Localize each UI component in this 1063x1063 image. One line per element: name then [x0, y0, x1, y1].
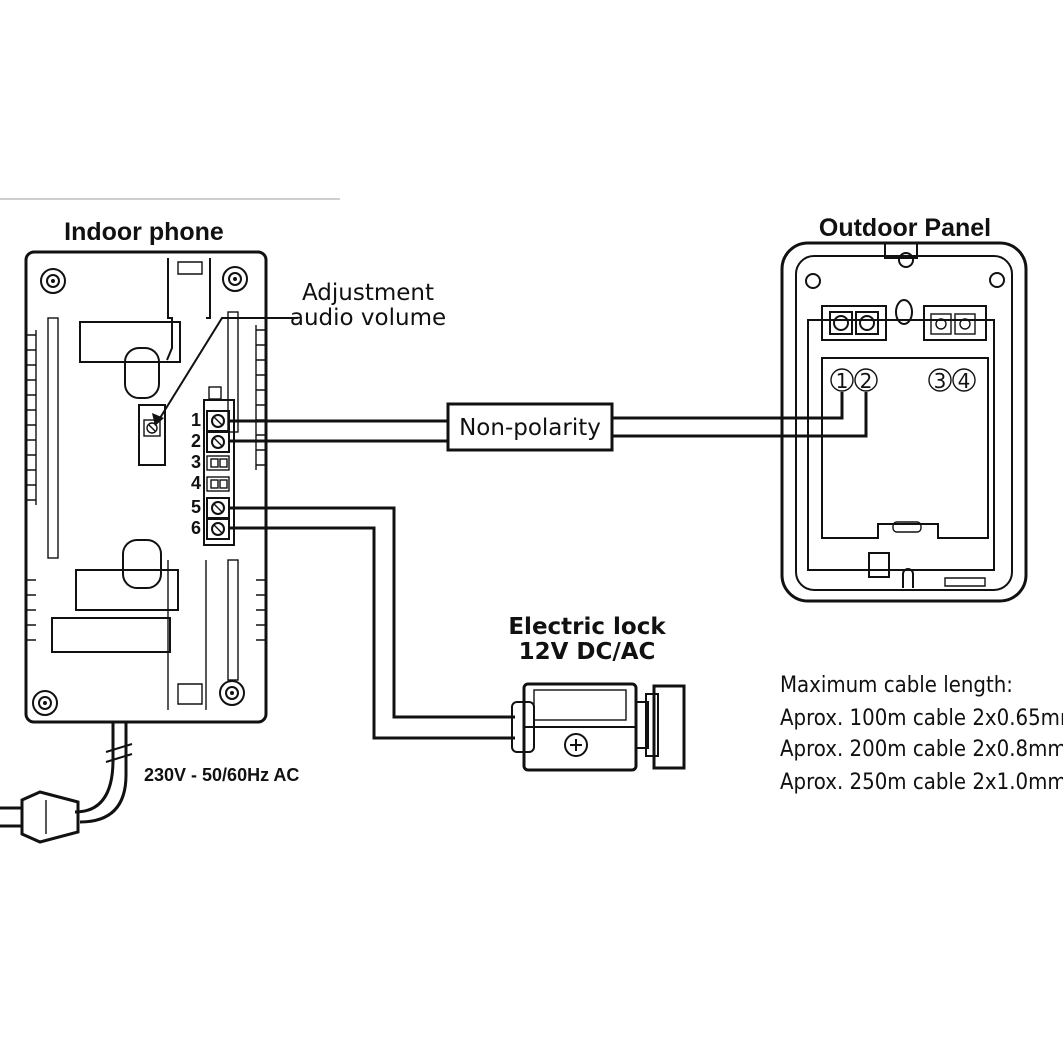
- terminal-label: 4: [191, 473, 201, 493]
- non-polarity-cable: Non-polarity: [230, 392, 868, 452]
- terminal-label: 2: [191, 431, 201, 451]
- outdoor-terminal-4: 4: [952, 368, 976, 393]
- outdoor-terminal-3: 3: [928, 368, 952, 393]
- mount-hole-icon: [989, 272, 1005, 288]
- terminal-3: 3: [191, 452, 230, 472]
- cable-length-row: Aprox. 200m cable 2x0.8mm: [780, 736, 1063, 761]
- electric-lock-title-line1: Electric lock: [508, 614, 666, 640]
- cable-length-notes: Maximum cable length: Aprox. 100m cable …: [780, 672, 1063, 794]
- indoor-terminal-block: 1 2 3 4 5 6: [191, 410, 230, 540]
- indoor-phone-title: Indoor phone: [64, 218, 224, 246]
- power-label: 230V - 50/60Hz AC: [144, 765, 299, 785]
- screw-icon: [40, 268, 66, 294]
- volume-adjuster: [138, 404, 166, 466]
- cable-length-heading: Maximum cable length:: [780, 672, 1013, 697]
- terminal-5: 5: [191, 497, 230, 519]
- outdoor-terminal-block: 1 2 3 4: [830, 368, 976, 393]
- cable-length-row: Aprox. 250m cable 2x1.0mm: [780, 769, 1063, 794]
- terminal-label: 5: [191, 497, 201, 517]
- cable-length-row: Aprox. 100m cable 2x0.65mm: [780, 705, 1063, 730]
- terminal-2: 2: [191, 431, 230, 453]
- indoor-phone-unit: [24, 250, 268, 724]
- terminal-4: 4: [191, 473, 230, 493]
- terminal-label: 3: [191, 452, 201, 472]
- lock-cable: [230, 506, 515, 740]
- outdoor-terminal-1: 1: [830, 368, 854, 393]
- outdoor-terminal-2: 2: [854, 368, 878, 393]
- terminal-label: 1: [191, 410, 201, 430]
- electric-lock-unit: [511, 682, 686, 772]
- mount-hole-icon: [898, 252, 914, 268]
- outdoor-panel-unit: [780, 241, 1028, 603]
- terminal-6: 6: [191, 518, 230, 540]
- outdoor-panel-title: Outdoor Panel: [819, 214, 991, 242]
- arrow-icon: [152, 413, 164, 426]
- mount-hole-icon: [805, 273, 821, 289]
- terminal-label: 1: [836, 369, 849, 393]
- adjustment-leader-line: [159, 317, 298, 419]
- lock-screw-icon: [564, 733, 588, 757]
- non-polarity-box: [446, 402, 614, 452]
- power-cord: [0, 722, 133, 844]
- terminal-label: 6: [191, 518, 201, 538]
- adjustment-label-line2: audio volume: [290, 305, 446, 331]
- non-polarity-label: Non-polarity: [459, 415, 601, 441]
- electric-lock-title-line2: 12V DC/AC: [519, 639, 656, 665]
- terminal-label: 3: [934, 369, 947, 393]
- terminal-label: 4: [958, 369, 971, 393]
- screw-icon: [219, 680, 245, 706]
- screw-icon: [222, 266, 248, 292]
- terminal-label: 2: [860, 369, 873, 393]
- adjust-screw-icon: [146, 422, 158, 434]
- adjustment-label-line1: Adjustment: [302, 280, 434, 306]
- screw-icon: [32, 690, 58, 716]
- terminal-1: 1: [191, 410, 230, 432]
- plug-icon: [20, 790, 80, 844]
